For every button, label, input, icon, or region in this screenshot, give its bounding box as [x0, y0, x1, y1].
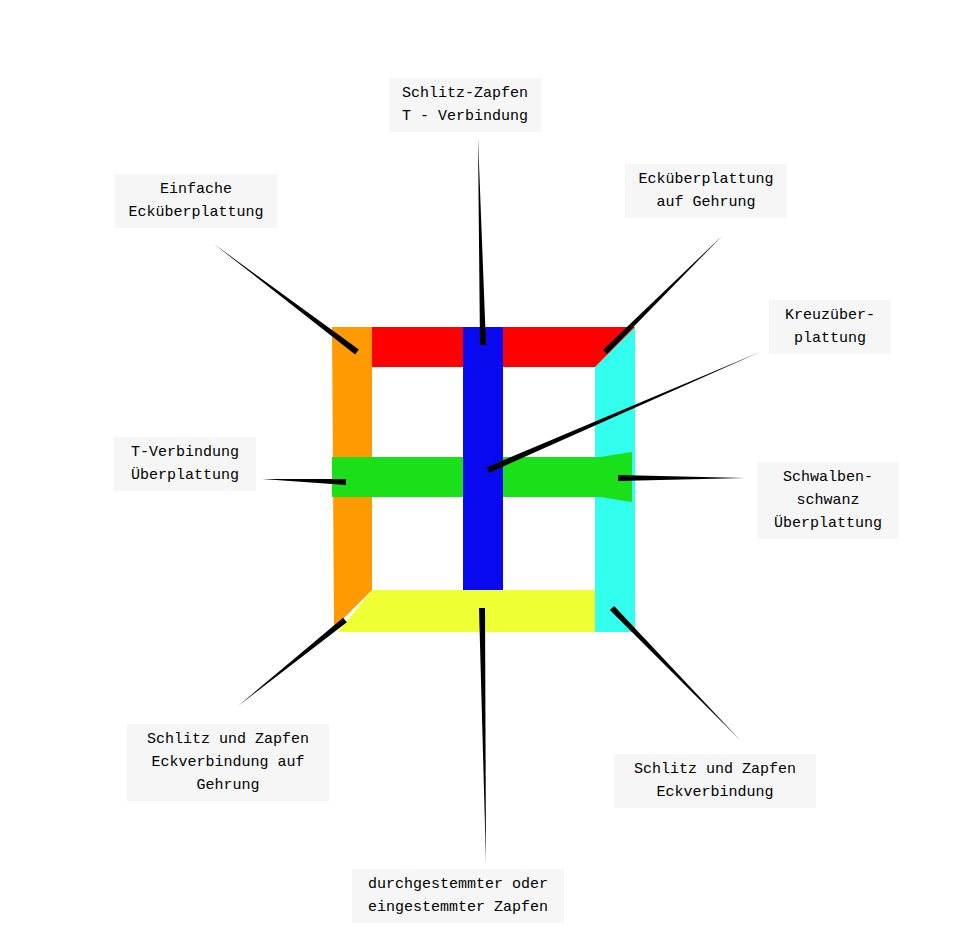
- leader-line: [603, 236, 722, 354]
- callout-panel: Schlitz und Zapfen Eckverbindung: [614, 754, 816, 808]
- callout-panel: Schwalben- schwanz Überplattung: [757, 462, 899, 539]
- callout-panel: Einfache Ecküberplattung: [115, 174, 277, 228]
- leader-line: [214, 244, 359, 354]
- leader-line: [487, 352, 760, 473]
- callout-label: Kreuzüber- plattung: [775, 304, 885, 350]
- callout-label: Schlitz-Zapfen T - Verbindung: [395, 82, 535, 128]
- leader-line: [618, 475, 745, 481]
- callout-panel: Kreuzüber- plattung: [769, 300, 891, 354]
- bottom-rail: [338, 590, 595, 632]
- callout-panel: T-Verbindung Überplattung: [114, 437, 256, 491]
- callout-label: Schlitz und Zapfen Eckverbindung auf Geh…: [133, 728, 323, 797]
- callout-label: Schwalben- schwanz Überplattung: [763, 466, 893, 535]
- leader-line: [238, 618, 347, 706]
- callout-panel: Schlitz und Zapfen Eckverbindung auf Geh…: [127, 724, 329, 801]
- callout-panel: durchgestemmter oder eingestemmter Zapfe…: [352, 869, 564, 923]
- callout-label: T-Verbindung Überplattung: [120, 441, 250, 487]
- callout-label: Einfache Ecküberplattung: [121, 178, 271, 224]
- callout-panel: Ecküberplattung auf Gehrung: [625, 164, 787, 218]
- callout-label: Ecküberplattung auf Gehrung: [631, 168, 781, 214]
- leader-line: [610, 606, 740, 740]
- callout-label: durchgestemmter oder eingestemmter Zapfe…: [358, 873, 558, 919]
- top-rail: [372, 327, 635, 367]
- leader-line: [262, 479, 346, 485]
- leader-line: [478, 138, 486, 345]
- leader-line: [479, 608, 486, 863]
- callout-panel: Schlitz-Zapfen T - Verbindung: [389, 78, 541, 132]
- callout-label: Schlitz und Zapfen Eckverbindung: [620, 758, 810, 804]
- middle-stile: [463, 327, 503, 590]
